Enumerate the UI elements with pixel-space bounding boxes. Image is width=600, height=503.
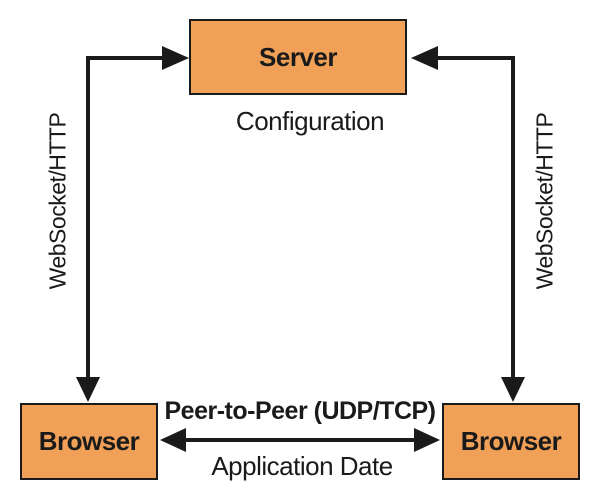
left-arrowhead-to-browser-icon [76, 377, 100, 402]
peer-arrowhead-left-icon [160, 428, 186, 452]
server-node: Server [189, 19, 407, 95]
server-node-label: Server [259, 41, 337, 72]
browser-right-node: Browser [442, 403, 580, 480]
configuration-label: Configuration [235, 106, 385, 136]
left-arrowhead-to-server-icon [162, 46, 189, 70]
browser-left-node: Browser [20, 403, 158, 480]
peer-to-peer-label: Peer-to-Peer (UDP/TCP) [164, 397, 437, 425]
websocket-http-left-label: WebSocket/HTTP [44, 112, 71, 290]
browser-right-node-label: Browser [460, 426, 562, 456]
left-connector-line [86, 56, 162, 377]
application-data-label: Application Date [211, 451, 393, 481]
right-arrowhead-to-browser-icon [501, 377, 525, 402]
browser-left-node-label: Browser [38, 426, 140, 456]
peer-arrowhead-right-icon [414, 428, 440, 452]
right-connector-line [438, 56, 515, 377]
right-arrowhead-to-server-icon [411, 46, 438, 70]
websocket-http-right-label: WebSocket/HTTP [531, 112, 558, 290]
